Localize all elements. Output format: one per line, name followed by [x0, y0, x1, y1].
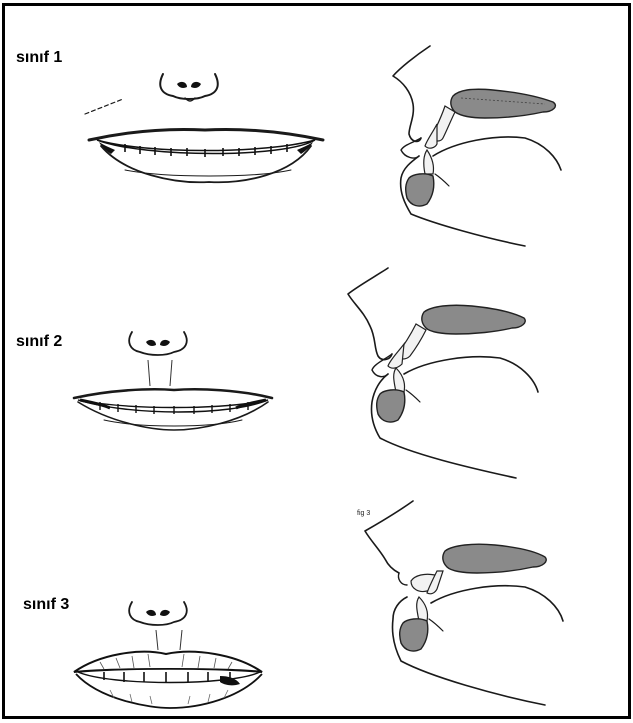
class-1-label: sınıf 1	[16, 49, 62, 67]
class-3-lateral-profile: fig 3	[355, 501, 575, 711]
class-1-lateral-profile	[375, 46, 575, 256]
figure-frame: sınıf 1	[2, 3, 631, 719]
class-2-label: sınıf 2	[16, 333, 62, 351]
class-1-frontal-face	[85, 54, 335, 194]
class-3-label: sınıf 3	[23, 596, 69, 614]
class-2-lateral-profile	[340, 268, 555, 483]
class-2-frontal-face	[70, 324, 280, 444]
fig-marking: fig 3	[357, 510, 370, 517]
class-3-frontal-face	[70, 596, 270, 716]
